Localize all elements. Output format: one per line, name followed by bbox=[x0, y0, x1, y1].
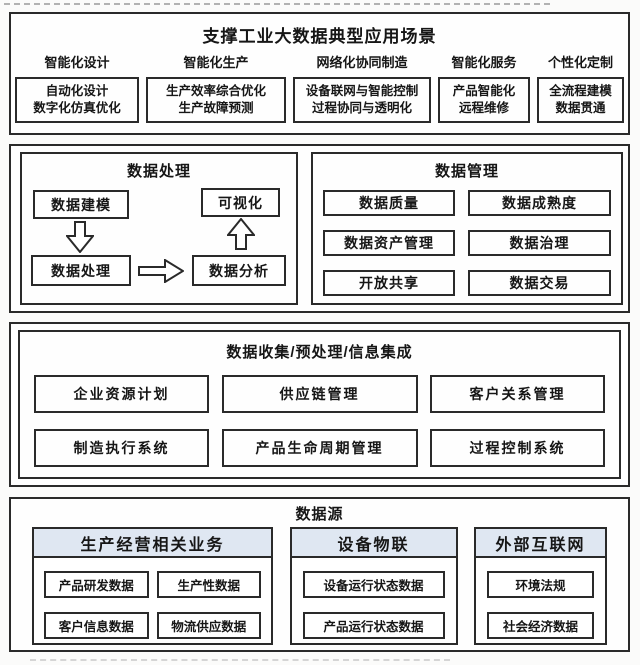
management-item: 开放共享 bbox=[323, 270, 455, 296]
group-items: 设备运行状态数据 产品运行状态数据 bbox=[292, 558, 456, 652]
column-personalized-customization: 个性化定制 全流程建模 数据贯通 bbox=[537, 53, 624, 123]
source-item: 环境法规 bbox=[487, 571, 594, 598]
data-processing-panel: 数据处理 数据建模 可视化 数据处理 数据分析 bbox=[20, 152, 298, 305]
collection-item: 供应链管理 bbox=[221, 375, 418, 413]
collection-item: 产品生命周期管理 bbox=[221, 429, 418, 467]
source-item: 客户信息数据 bbox=[44, 612, 149, 639]
collection-integration-section: 数据收集/预处理/信息集成 企业资源计划 供应链管理 客户关系管理 制造执行系统… bbox=[9, 322, 630, 487]
box-line: 全流程建模 bbox=[549, 84, 612, 98]
data-sources-section: 数据源 生产经营相关业务 产品研发数据 生产性数据 客户信息数据 物流供应数据 … bbox=[9, 497, 630, 652]
application-scenarios-title: 支撑工业大数据典型应用场景 bbox=[202, 27, 437, 46]
data-source-groups: 生产经营相关业务 产品研发数据 生产性数据 客户信息数据 物流供应数据 设备物联… bbox=[11, 527, 628, 645]
column-box: 全流程建模 数据贯通 bbox=[537, 77, 624, 123]
scan-artifact-dashed-line-top bbox=[4, 3, 550, 5]
box-line: 自动化设计 bbox=[45, 84, 109, 98]
data-management-title: 数据管理 bbox=[434, 163, 499, 180]
source-item: 社会经济数据 bbox=[487, 612, 594, 639]
column-box: 自动化设计 数字化仿真优化 bbox=[15, 77, 139, 123]
column-header: 智能化设计 bbox=[44, 55, 110, 70]
group-items: 产品研发数据 生产性数据 客户信息数据 物流供应数据 bbox=[34, 558, 271, 652]
column-networked-collaborative-manufacturing: 网络化协同制造 设备联网与智能控制 过程协同与透明化 bbox=[293, 53, 431, 123]
source-item: 物流供应数据 bbox=[156, 612, 261, 639]
collection-grid: 企业资源计划 供应链管理 客户关系管理 制造执行系统 产品生命周期管理 过程控制… bbox=[20, 375, 619, 467]
data-management-panel: 数据管理 数据质量 数据成熟度 数据资产管理 数据治理 开放共享 数据交易 bbox=[311, 152, 623, 305]
collection-title: 数据收集/预处理/信息集成 bbox=[226, 344, 413, 361]
column-header: 个性化定制 bbox=[547, 55, 613, 70]
node-data-modeling: 数据建模 bbox=[33, 190, 129, 219]
source-item: 产品研发数据 bbox=[44, 571, 149, 598]
group-items: 环境法规 社会经济数据 bbox=[476, 558, 605, 652]
management-item: 数据交易 bbox=[468, 270, 611, 296]
column-box: 生产效率综合优化 生产故障预测 bbox=[146, 77, 286, 123]
node-data-processing: 数据处理 bbox=[31, 255, 131, 286]
collection-inner-frame: 数据收集/预处理/信息集成 企业资源计划 供应链管理 客户关系管理 制造执行系统… bbox=[18, 330, 621, 479]
source-item: 产品运行状态数据 bbox=[302, 612, 445, 639]
box-line: 数据贯通 bbox=[555, 101, 606, 115]
collection-item: 企业资源计划 bbox=[34, 375, 209, 413]
management-item: 数据资产管理 bbox=[323, 230, 455, 256]
application-columns: 智能化设计 自动化设计 数字化仿真优化 智能化生产 生产效率综合优化 生产故障预… bbox=[11, 47, 628, 123]
group-header: 生产经营相关业务 bbox=[34, 529, 271, 558]
column-header: 智能化服务 bbox=[451, 55, 517, 70]
scan-artifact-dashed-line-bottom bbox=[30, 659, 450, 661]
column-box: 设备联网与智能控制 过程协同与透明化 bbox=[293, 77, 431, 123]
right-arrow-icon bbox=[138, 258, 185, 284]
group-equipment-iot: 设备物联 设备运行状态数据 产品运行状态数据 bbox=[289, 527, 458, 645]
node-visualization: 可视化 bbox=[201, 188, 280, 217]
group-external-internet: 外部互联网 环境法规 社会经济数据 bbox=[474, 527, 607, 645]
column-intelligent-service: 智能化服务 产品智能化 远程维修 bbox=[438, 53, 530, 123]
box-line: 产品智能化 bbox=[452, 84, 516, 98]
management-item: 数据成熟度 bbox=[468, 190, 611, 216]
collection-item: 客户关系管理 bbox=[430, 375, 605, 413]
column-box: 产品智能化 远程维修 bbox=[438, 77, 530, 123]
box-line: 生产故障预测 bbox=[178, 101, 254, 115]
box-line: 过程协同与透明化 bbox=[311, 101, 412, 115]
column-intelligent-design: 智能化设计 自动化设计 数字化仿真优化 bbox=[15, 53, 139, 123]
group-header: 设备物联 bbox=[291, 529, 456, 558]
column-header: 智能化生产 bbox=[183, 55, 249, 70]
column-header: 网络化协同制造 bbox=[316, 55, 408, 70]
down-arrow-icon bbox=[64, 221, 96, 254]
box-line: 数字化仿真优化 bbox=[33, 101, 121, 115]
data-sources-title: 数据源 bbox=[295, 506, 344, 523]
source-item: 设备运行状态数据 bbox=[302, 571, 445, 598]
processing-management-section: 数据处理 数据建模 可视化 数据处理 数据分析 数据管理 bbox=[9, 144, 630, 313]
box-line: 设备联网与智能控制 bbox=[305, 84, 419, 98]
management-item: 数据治理 bbox=[468, 230, 611, 256]
column-intelligent-production: 智能化生产 生产效率综合优化 生产故障预测 bbox=[146, 53, 286, 123]
box-line: 生产效率综合优化 bbox=[165, 84, 266, 98]
data-processing-title: 数据处理 bbox=[126, 163, 191, 180]
collection-item: 过程控制系统 bbox=[430, 429, 605, 467]
up-arrow-icon bbox=[225, 217, 257, 250]
source-item: 生产性数据 bbox=[156, 571, 261, 598]
node-data-analysis: 数据分析 bbox=[192, 255, 286, 286]
data-management-grid: 数据质量 数据成熟度 数据资产管理 数据治理 开放共享 数据交易 bbox=[313, 190, 621, 296]
group-header: 外部互联网 bbox=[476, 529, 605, 558]
collection-item: 制造执行系统 bbox=[34, 429, 209, 467]
management-item: 数据质量 bbox=[323, 190, 455, 216]
group-production-business: 生产经营相关业务 产品研发数据 生产性数据 客户信息数据 物流供应数据 bbox=[32, 527, 273, 645]
application-scenarios-section: 支撑工业大数据典型应用场景 智能化设计 自动化设计 数字化仿真优化 智能化生产 … bbox=[9, 12, 630, 135]
box-line: 远程维修 bbox=[458, 101, 509, 115]
